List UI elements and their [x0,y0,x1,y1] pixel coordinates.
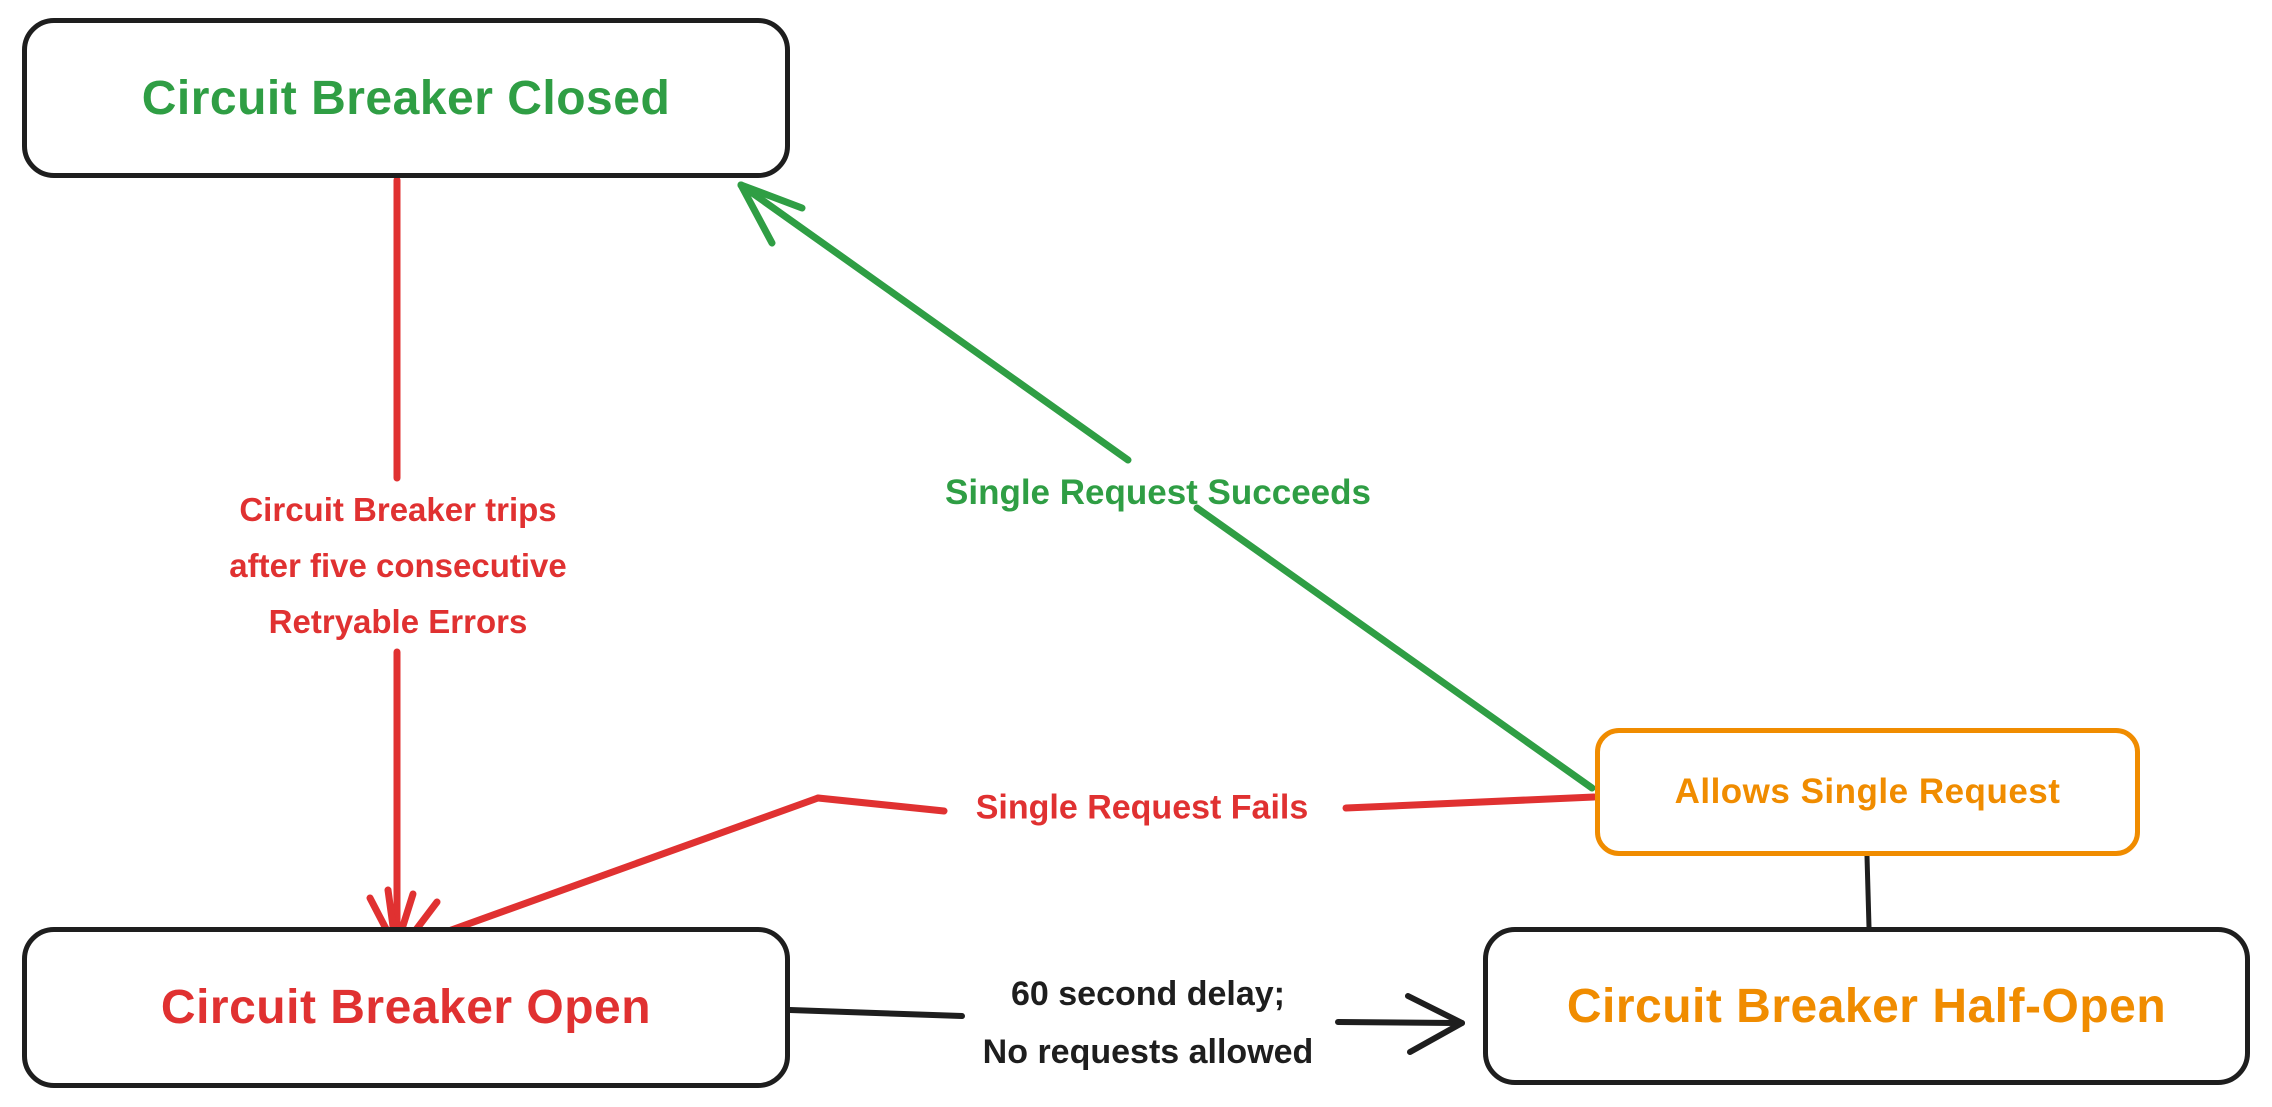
state-half-open: Circuit Breaker Half-Open [1483,927,2250,1085]
delay-arrow [787,993,1465,1055]
succeeds-arrow [737,181,1596,792]
allows-single-request-label: Allows Single Request [1674,772,2061,811]
edge-label-trip-line3: Retryable Errors [268,603,528,640]
edge-label-delay-line2: No requests allowed [982,1033,1314,1071]
halfopen-connector [1864,853,1872,930]
edge-label-trip-line1: Circuit Breaker trips [239,491,557,528]
edge-label-succeeds: Single Request Succeeds [945,473,1371,512]
allows-single-request-box: Allows Single Request [1595,728,2140,856]
edge-label-trip: Circuit Breaker trips after five consecu… [229,482,566,650]
state-closed-label: Circuit Breaker Closed [141,71,671,125]
edge-label-delay-line1: 60 second delay; [1010,975,1286,1013]
fails-arrow [403,793,1598,950]
state-open: Circuit Breaker Open [22,927,790,1088]
state-half-open-label: Circuit Breaker Half-Open [1566,979,2167,1033]
state-open-label: Circuit Breaker Open [160,981,652,1034]
edge-label-trip-line2: after five consecutive [229,547,567,584]
edge-label-fails: Single Request Fails [975,788,1309,827]
edge-label-delay: 60 second delay; No requests allowed [983,965,1314,1081]
state-closed: Circuit Breaker Closed [22,18,790,178]
